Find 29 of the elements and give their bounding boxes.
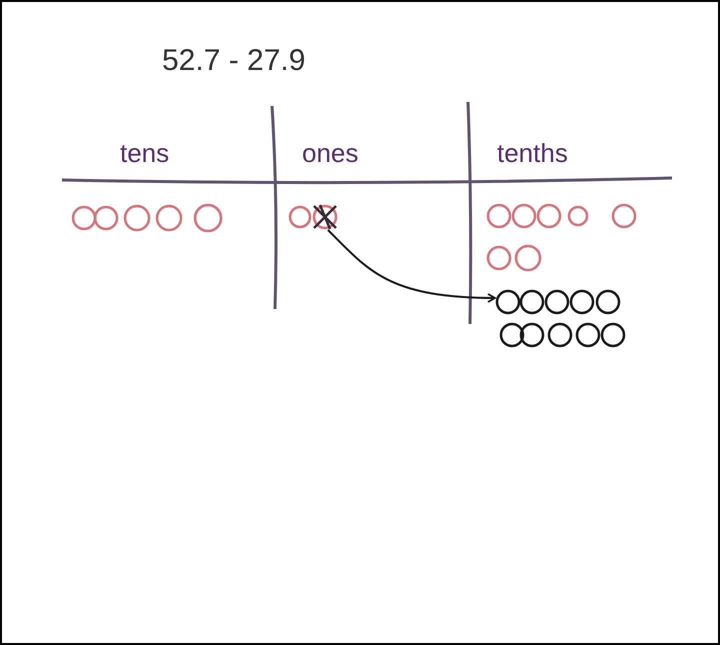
circle — [495, 289, 521, 315]
title: 52.7 - 27.9 — [162, 43, 306, 79]
circle — [547, 322, 573, 348]
circle — [544, 289, 570, 315]
circle — [155, 204, 183, 232]
circle — [611, 203, 637, 229]
circle — [569, 289, 595, 315]
crossed-out-circle — [312, 204, 338, 230]
circle — [600, 322, 626, 348]
circle — [486, 203, 512, 229]
circle — [93, 205, 119, 231]
column-heading: tens — [120, 137, 170, 170]
circle — [595, 289, 621, 315]
circle — [575, 322, 601, 348]
circle — [511, 203, 537, 229]
circle — [288, 205, 312, 229]
circle — [536, 203, 562, 229]
circle — [486, 245, 512, 271]
circle — [519, 322, 545, 348]
circle — [123, 204, 151, 232]
curved-arrow — [327, 229, 496, 303]
circle — [514, 244, 542, 272]
column-heading: ones — [302, 137, 358, 170]
circle — [519, 289, 545, 315]
column-heading: tenths — [497, 137, 568, 170]
circle — [567, 205, 589, 227]
circle — [71, 205, 97, 231]
circle — [193, 203, 223, 233]
circle — [499, 322, 525, 348]
